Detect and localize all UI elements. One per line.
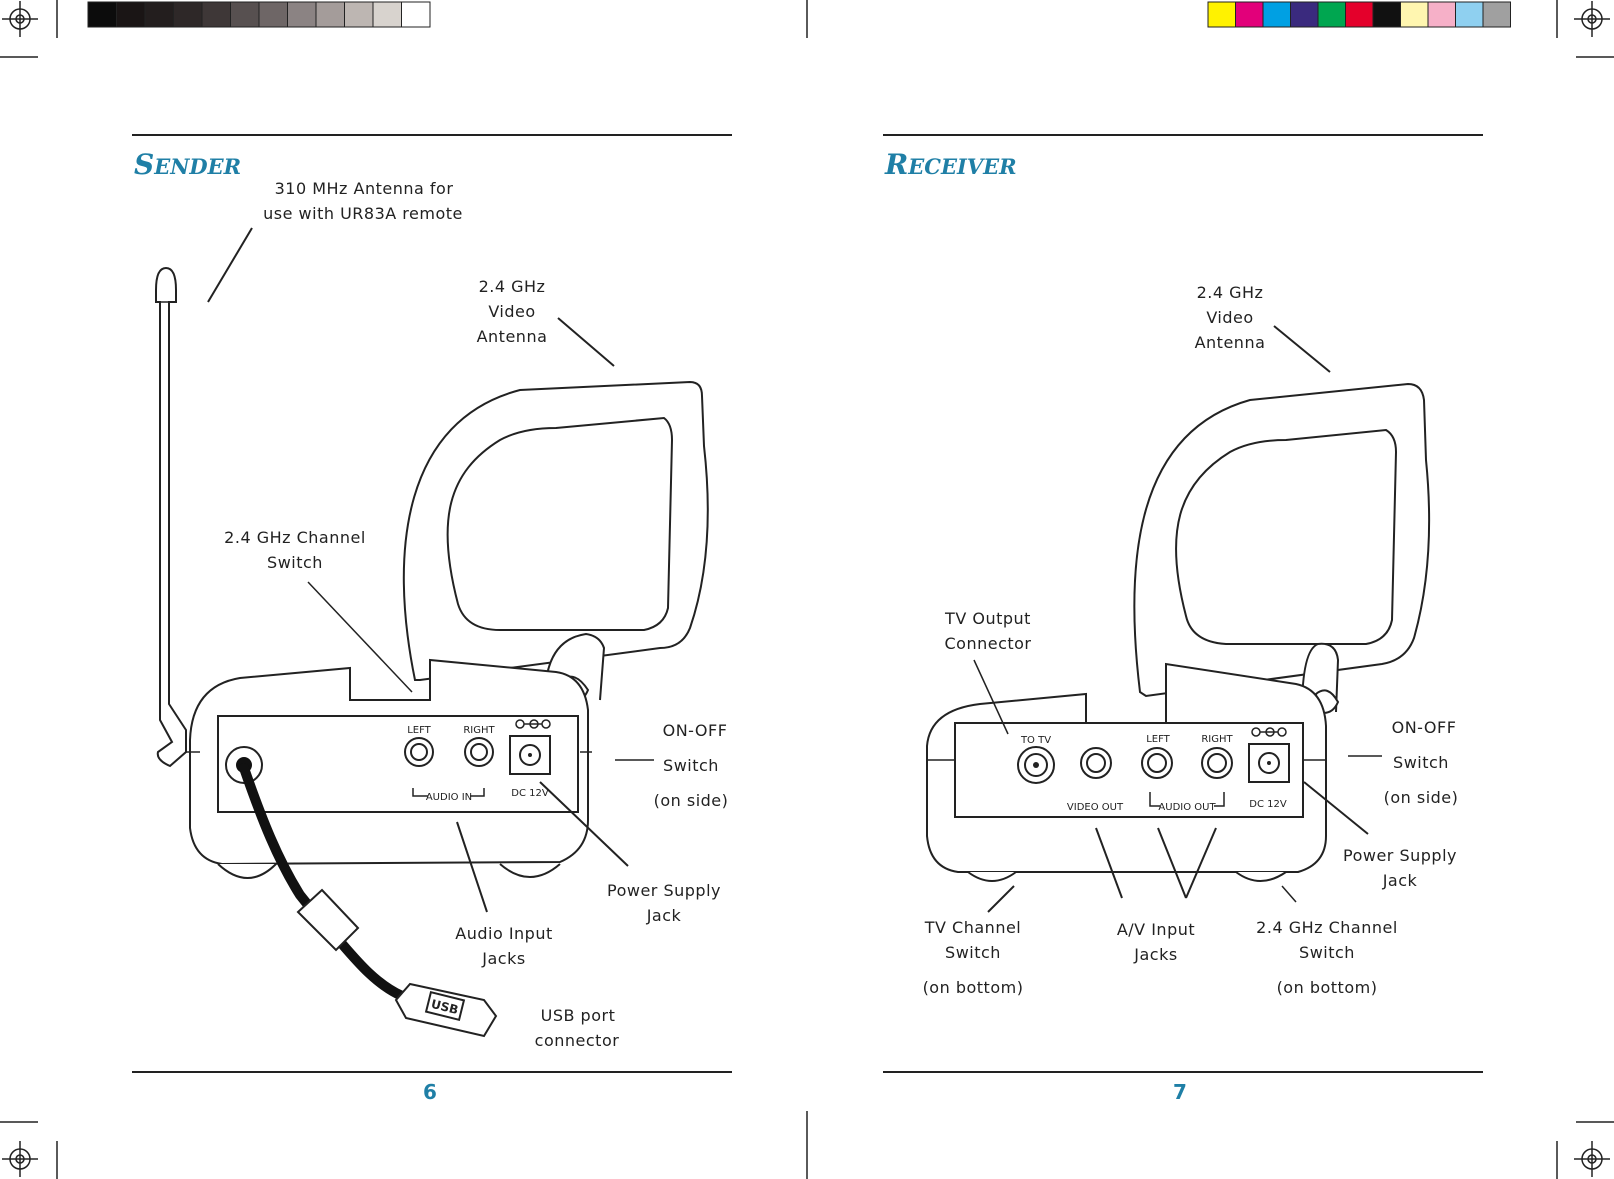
- color-swatch: [1290, 1, 1319, 28]
- panel-label-audio-in: AUDIO IN: [426, 792, 472, 803]
- dc-polarity-icon: [515, 719, 551, 729]
- whip-antenna-310mhz: [155, 266, 187, 768]
- color-swatch: [1482, 1, 1511, 28]
- panel-label-dc: DC 12V: [511, 788, 549, 799]
- usb-cable-ferrite: [296, 888, 360, 952]
- gray-swatch: [144, 1, 174, 28]
- label-tv-output-line1: TV Output: [944, 609, 1031, 628]
- label-audio-line2: Jacks: [481, 949, 525, 968]
- label-ghz-channel-line2: Switch: [1299, 943, 1355, 962]
- label-av-input-line1: A/V Input: [1117, 920, 1195, 939]
- dc-power-jack: [509, 735, 551, 775]
- audio-in-right-jack: [464, 737, 494, 767]
- label-usb-line1: USB port: [541, 1006, 616, 1025]
- registration-mark-top-right: [1574, 1, 1610, 37]
- label-onoff-line2: Switch: [663, 756, 719, 775]
- color-swatch: [1345, 1, 1374, 28]
- label-usb-line2: connector: [535, 1031, 620, 1050]
- video-out-jack: [1080, 747, 1112, 779]
- gray-swatch: [401, 1, 431, 28]
- color-swatch: [1317, 1, 1346, 28]
- label-power-line2: Jack: [1382, 871, 1418, 890]
- color-swatch: [1207, 1, 1236, 28]
- label-channel-switch-line2: Switch: [267, 553, 323, 572]
- gray-swatch: [230, 1, 260, 28]
- usb-cable: [239, 763, 407, 1001]
- audio-out-right-jack: [1201, 747, 1233, 779]
- color-swatch: [1427, 1, 1456, 28]
- to-tv-connector: [1017, 746, 1055, 784]
- label-power-line1: Power Supply: [607, 881, 721, 900]
- label-310-antenna-line1: 310 MHz Antenna for: [275, 179, 454, 198]
- label-video-antenna-line2: Video: [488, 302, 535, 321]
- panel-label-audio-out: AUDIO OUT: [1158, 802, 1216, 813]
- label-tv-channel-line1: TV Channel: [924, 918, 1022, 937]
- page-number-left: 6: [423, 1080, 437, 1104]
- usb-plug-label: USB: [430, 997, 460, 1017]
- label-310-antenna-line2: use with UR83A remote: [263, 204, 463, 223]
- label-video-antenna-line3: Antenna: [477, 327, 548, 346]
- panel-label-dc: DC 12V: [1249, 799, 1287, 810]
- sender-illustration: LEFT RIGHT AUDIO IN DC 12V USB: [155, 266, 709, 1038]
- label-tv-channel-line2: Switch: [945, 943, 1001, 962]
- label-power-line2: Jack: [646, 906, 682, 925]
- gray-swatch: [87, 1, 117, 28]
- label-ghz-channel-line3: (on bottom): [1277, 978, 1378, 997]
- label-tv-channel-line3: (on bottom): [923, 978, 1024, 997]
- panel-label-right: RIGHT: [463, 725, 495, 736]
- usb-plug: USB: [394, 982, 498, 1038]
- registration-mark-bottom-left: [2, 1141, 38, 1177]
- receiver-rear-panel: [954, 722, 1304, 818]
- gray-color-bar: [87, 1, 431, 28]
- panel-label-to-tv: TO TV: [1020, 735, 1051, 746]
- registration-mark-top-left: [2, 1, 38, 37]
- dc-power-jack: [1248, 743, 1290, 783]
- label-onoff-line1: ON-OFF: [1392, 718, 1457, 737]
- gray-swatch: [372, 1, 402, 28]
- page-number-right: 7: [1173, 1080, 1187, 1104]
- label-power-line1: Power Supply: [1343, 846, 1457, 865]
- label-ghz-channel-line1: 2.4 GHz Channel: [1256, 918, 1398, 937]
- label-channel-switch-line1: 2.4 GHz Channel: [224, 528, 366, 547]
- audio-out-left-jack: [1141, 747, 1173, 779]
- receiver-heading: RECEIVER: [884, 148, 1017, 181]
- label-tv-output-line2: Connector: [944, 634, 1031, 653]
- panel-label-left: LEFT: [407, 725, 431, 736]
- color-swatch: [1372, 1, 1401, 28]
- process-color-bar: [1207, 1, 1511, 28]
- label-video-antenna-line2: Video: [1206, 308, 1253, 327]
- gray-swatch: [287, 1, 317, 28]
- gray-swatch: [258, 1, 288, 28]
- panel-label-video-out: VIDEO OUT: [1067, 802, 1124, 813]
- label-onoff-line2: Switch: [1393, 753, 1449, 772]
- color-swatch: [1455, 1, 1484, 28]
- panel-label-right: RIGHT: [1201, 734, 1233, 745]
- gray-swatch: [116, 1, 146, 28]
- sender-leader-lines: [207, 227, 654, 913]
- receiver-illustration: TO TV VIDEO OUT LEFT RIGHT AUDIO OUT DC …: [926, 382, 1431, 882]
- label-video-antenna-line1: 2.4 GHz: [479, 277, 546, 296]
- gray-swatch: [201, 1, 231, 28]
- color-swatch: [1400, 1, 1429, 28]
- label-audio-line1: Audio Input: [455, 924, 553, 943]
- panel-label-left: LEFT: [1146, 734, 1170, 745]
- receiver-leader-lines: [973, 325, 1382, 913]
- color-swatch: [1235, 1, 1264, 28]
- gray-swatch: [173, 1, 203, 28]
- sender-heading: SENDER: [134, 148, 241, 181]
- label-onoff-line3: (on side): [1384, 788, 1459, 807]
- label-video-antenna-line3: Antenna: [1195, 333, 1266, 352]
- registration-mark-bottom-right: [1574, 1141, 1610, 1177]
- gray-swatch: [344, 1, 374, 28]
- gray-swatch: [315, 1, 345, 28]
- label-video-antenna-line1: 2.4 GHz: [1197, 283, 1264, 302]
- label-av-input-line2: Jacks: [1133, 945, 1177, 964]
- audio-in-left-jack: [404, 737, 434, 767]
- color-swatch: [1262, 1, 1291, 28]
- dc-polarity-icon: [1251, 727, 1287, 737]
- label-onoff-line1: ON-OFF: [663, 721, 728, 740]
- label-onoff-line3: (on side): [654, 791, 729, 810]
